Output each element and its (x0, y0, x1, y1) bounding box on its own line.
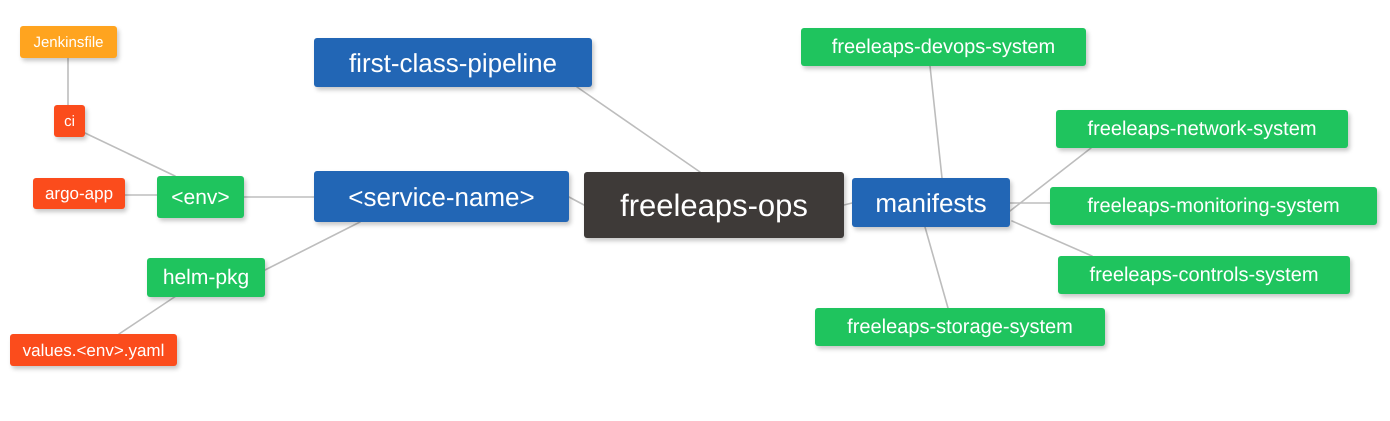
node-label-root: freeleaps-ops (620, 187, 808, 223)
edge-root-to-service-name (568, 196, 585, 206)
edge-manifests-to-freeleaps-controls-system (1011, 220, 1093, 257)
node-label-service-name: <service-name> (348, 181, 535, 212)
node-freeleaps-monitoring-system[interactable]: freeleaps-monitoring-system (1050, 187, 1377, 225)
node-env[interactable]: <env> (157, 176, 244, 218)
node-freeleaps-devops-system[interactable]: freeleaps-devops-system (801, 28, 1086, 66)
edge-manifests-to-freeleaps-devops-system (929, 65, 943, 179)
node-ci[interactable]: ci (54, 105, 85, 137)
node-argo-app[interactable]: argo-app (33, 178, 125, 209)
node-label-first-class-pipeline: first-class-pipeline (348, 47, 558, 78)
node-label-jenkinsfile: Jenkinsfile (33, 33, 104, 51)
edge-helm-pkg-to-values-env-yaml (118, 295, 177, 335)
node-label-freeleaps-network-system: freeleaps-network-system (1087, 118, 1317, 140)
node-jenkinsfile[interactable]: Jenkinsfile (20, 26, 117, 58)
node-label-freeleaps-monitoring-system: freeleaps-monitoring-system (1087, 195, 1340, 217)
node-manifests[interactable]: manifests (852, 178, 1010, 227)
edge-manifests-to-freeleaps-storage-system (924, 226, 949, 309)
node-label-argo-app: argo-app (44, 184, 114, 203)
node-service-name[interactable]: <service-name> (314, 171, 569, 222)
node-label-env: <env> (171, 185, 230, 209)
node-label-values-env-yaml: values.<env>.yaml (22, 340, 165, 360)
node-first-class-pipeline[interactable]: first-class-pipeline (314, 38, 592, 87)
node-values-env-yaml[interactable]: values.<env>.yaml (10, 334, 177, 366)
node-helm-pkg[interactable]: helm-pkg (147, 258, 265, 297)
node-label-freeleaps-storage-system: freeleaps-storage-system (847, 316, 1073, 338)
node-freeleaps-network-system[interactable]: freeleaps-network-system (1056, 110, 1348, 148)
node-root[interactable]: freeleaps-ops (584, 172, 844, 238)
node-label-freeleaps-controls-system: freeleaps-controls-system (1089, 264, 1319, 286)
edge-root-to-first-class-pipeline (576, 86, 701, 173)
node-label-freeleaps-devops-system: freeleaps-devops-system (831, 36, 1056, 58)
node-label-helm-pkg: helm-pkg (162, 266, 250, 289)
node-freeleaps-controls-system[interactable]: freeleaps-controls-system (1058, 256, 1350, 294)
edge-service-name-to-helm-pkg (264, 221, 361, 271)
node-label-ci: ci (64, 112, 75, 130)
node-freeleaps-storage-system[interactable]: freeleaps-storage-system (815, 308, 1105, 346)
edge-root-to-manifests (843, 202, 853, 206)
edge-env-to-ci (84, 132, 176, 177)
node-label-manifests: manifests (875, 187, 987, 218)
